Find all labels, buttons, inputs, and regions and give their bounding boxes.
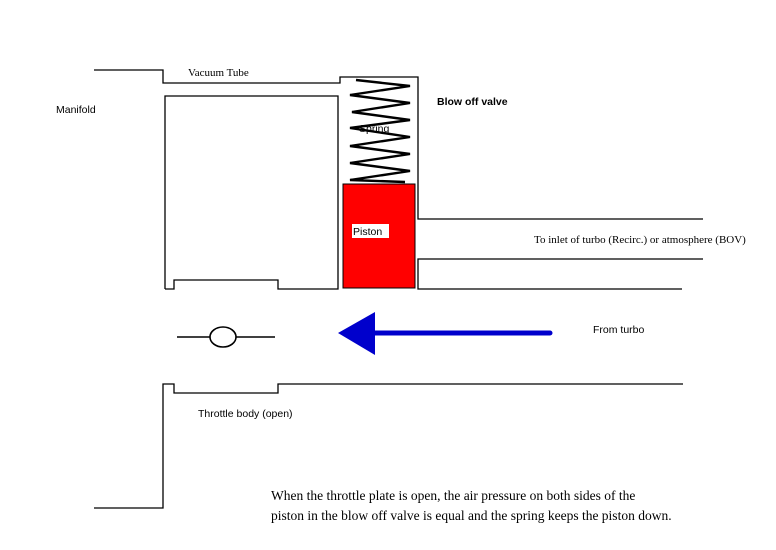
manifold-inner-wall	[164, 95, 339, 290]
piston-label-bg	[352, 224, 389, 238]
intake-lower-wall	[94, 383, 683, 509]
vacuum-tube-label: Vacuum Tube	[188, 67, 249, 79]
piston-label: Piston	[353, 226, 382, 238]
caption: When the throttle plate is open, the air…	[271, 486, 751, 526]
spring-label: Spring	[359, 123, 390, 135]
bov-outlet-lower-wall	[417, 258, 703, 290]
spring-icon	[349, 78, 411, 184]
caption-line-1: When the throttle plate is open, the air…	[271, 488, 636, 503]
manifold-label: Manifold	[56, 104, 96, 116]
from-turbo-label: From turbo	[593, 324, 645, 336]
blow-off-valve-label: Blow off valve	[437, 96, 508, 108]
airflow-arrow-icon	[338, 312, 553, 355]
throttle-body-label: Throttle body (open)	[198, 408, 293, 420]
outlet-label: To inlet of turbo (Recirc.) or atmospher…	[534, 234, 746, 246]
throttle-plate-icon	[177, 326, 275, 348]
manifold-upper-wall	[94, 69, 703, 220]
caption-line-2: piston in the blow off valve is equal an…	[271, 508, 672, 523]
